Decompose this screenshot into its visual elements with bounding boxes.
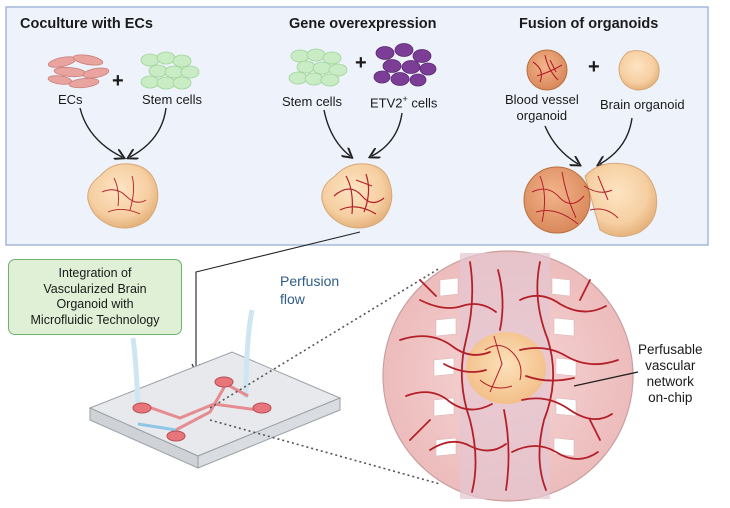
plus-fusion: +	[588, 56, 600, 78]
plus-gene: +	[355, 52, 367, 74]
ec-cells-icon	[47, 54, 110, 89]
gene-title: Gene overexpression	[289, 16, 437, 32]
fusion-title: Fusion of organoids	[519, 16, 659, 32]
network-pointer	[573, 371, 639, 387]
fused-organoids	[523, 162, 658, 237]
vascularized-organoid-1	[87, 163, 159, 229]
gene-arrows	[323, 109, 403, 156]
fusion-arrows	[544, 117, 633, 164]
integration-line-3: Organoid with	[56, 297, 134, 311]
plus-coculture: +	[112, 70, 124, 92]
blood-vessel-label: Blood vessel organoid	[505, 92, 579, 123]
vascular-network-zoom	[382, 250, 634, 502]
integration-line-2: Vascularized Brain	[43, 281, 147, 296]
vascularized-organoid-2	[321, 163, 393, 229]
connector-line	[195, 231, 361, 370]
etv2-cells-icon	[373, 43, 437, 87]
microfluidic-chip	[88, 309, 342, 469]
etv2-cells-label: ETV2+ cells	[370, 94, 438, 111]
brain-organoid-icon	[618, 50, 660, 91]
perfusion-flow-label: Perfusion flow	[280, 273, 340, 307]
coculture-title: Coculture with ECs	[20, 16, 153, 32]
stem-cells-icon-2	[288, 48, 348, 87]
coculture-arrows	[79, 107, 167, 157]
integration-line-1: Integration of	[58, 266, 132, 280]
stem-cells-label-2: Stem cells	[282, 94, 342, 109]
integration-line-4: Microfluidic Technology	[30, 312, 160, 327]
blood-vessel-organoid-icon	[526, 49, 568, 91]
stem-cells-label-1: Stem cells	[142, 92, 202, 107]
brain-organoid-label: Brain organoid	[600, 97, 685, 112]
ecs-label: ECs	[58, 92, 83, 107]
stem-cells-icon-1	[140, 51, 200, 90]
network-label: Perfusable vascular network on-chip	[638, 342, 703, 405]
integration-box: Integration of Vascularized Brain Organo…	[8, 259, 182, 335]
